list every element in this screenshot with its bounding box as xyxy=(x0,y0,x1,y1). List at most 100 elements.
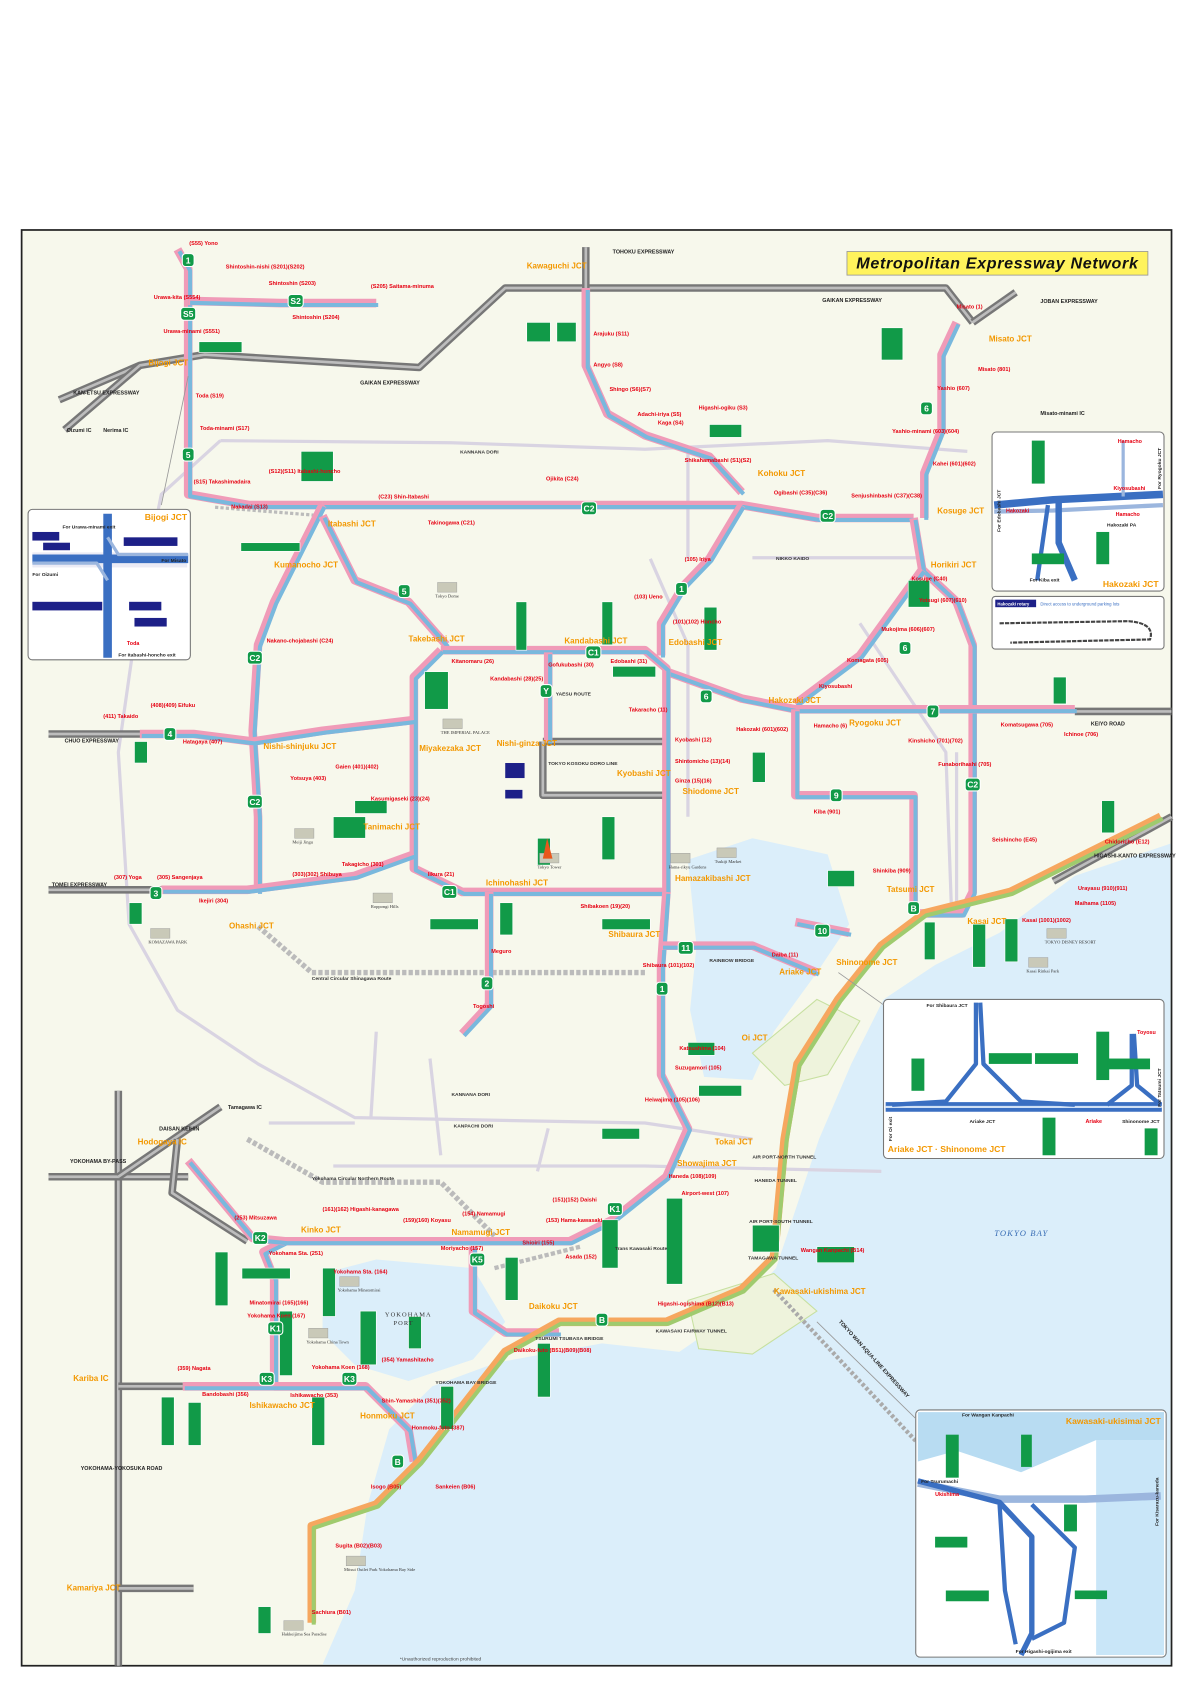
jct-label: Namamugi JCT xyxy=(451,1228,510,1237)
inset-label: For Tsurumachi xyxy=(921,1479,959,1485)
expressway-label: TOMEI EXPRESSWAY xyxy=(52,883,108,889)
copyright-note: *Unauthorized reproduction prohibited xyxy=(400,1656,482,1662)
exit-label: Takaracho (11) xyxy=(629,707,668,713)
exit-label: (253) Mitsuzawa xyxy=(234,1216,277,1222)
exit-label: Kinshicho (701)(702) xyxy=(908,739,963,745)
general-road xyxy=(428,1058,443,1156)
expressway-route-lane xyxy=(163,854,417,894)
route-shield-label: 1 xyxy=(660,984,665,994)
expressway-route-lane xyxy=(184,1386,418,1464)
inset-label: For Itabashi-honcho exit xyxy=(118,653,176,659)
landmark-illustration xyxy=(294,828,315,839)
route-shield-label: S2 xyxy=(290,296,301,306)
jct-label: Kandabashi JCT xyxy=(564,637,627,646)
exit-label: Ichinoe (706) xyxy=(1064,732,1098,738)
direction-sign xyxy=(300,451,334,482)
direction-sign xyxy=(752,1224,780,1253)
yokohama-circular-northern-route xyxy=(245,1136,497,1238)
expressway-route-lane xyxy=(585,289,746,496)
exit-label: (C23) Shin-Itabashi xyxy=(378,495,429,501)
exit-label: (101)(102) Honcho xyxy=(673,619,722,625)
direction-sign xyxy=(515,601,528,651)
exit-label: Shioiri (155) xyxy=(522,1240,554,1246)
exit-label: Togoshi xyxy=(473,1004,495,1010)
route-shield: 11 xyxy=(677,940,694,955)
jct-label: Horikiri JCT xyxy=(931,560,977,569)
exit-label: Toda (S19) xyxy=(196,394,224,400)
road-label: Yokohama Circular Northern Route xyxy=(312,1176,394,1182)
direction-sign xyxy=(198,341,243,353)
exit-label: Kyobashi (12) xyxy=(675,738,712,744)
expressway-centerline xyxy=(117,1105,222,1178)
inset-label: For Misato xyxy=(161,558,186,564)
inset-callout xyxy=(160,376,189,506)
expressway-route xyxy=(792,567,926,708)
exit-label: (305) Sangenjaya xyxy=(157,875,203,881)
jct-label: Kamariya JCT xyxy=(67,1584,121,1593)
exit-label: Urawa-minami (S551) xyxy=(163,329,220,335)
jct-label: Tokai JCT xyxy=(715,1138,753,1147)
exit-label: (153) Hama-kawasaki xyxy=(546,1218,603,1224)
jct-label: Misato JCT xyxy=(989,335,1032,344)
exit-label: Shingo (S6)(S7) xyxy=(609,387,651,393)
landmark-illustration xyxy=(345,1555,366,1567)
expressway-route-lane xyxy=(322,516,450,649)
direction-sign xyxy=(359,1310,377,1366)
expressway-route-lane xyxy=(252,506,327,894)
landmark-illustration xyxy=(437,582,458,593)
route-shield-label: 3 xyxy=(154,888,159,898)
route-shield-label: 7 xyxy=(931,707,936,717)
route-shield: K3 xyxy=(341,1371,358,1386)
tokyo-bay-label: TOKYO BAY xyxy=(994,1228,1048,1238)
landmark-label: Yokohama Minatomirai xyxy=(338,1288,382,1293)
route-shield-label: K1 xyxy=(609,1204,620,1214)
exit-label: Higashi-ogiku (S3) xyxy=(699,405,748,411)
exit-label: Kasai (1001)(1002) xyxy=(1022,918,1071,924)
inset-ramp xyxy=(994,502,1164,514)
exit-label: Kahei (601)(602) xyxy=(933,461,976,467)
exit-label: Funaborihashi (705) xyxy=(938,762,991,768)
route-shield: 2 xyxy=(480,976,494,991)
route-shield-label: 6 xyxy=(903,643,908,653)
jct-label: Shiodome JCT xyxy=(683,787,739,796)
route-shield: 5 xyxy=(181,447,195,462)
jct-label: Hakozaki JCT xyxy=(769,696,821,705)
road-label: YOKOHAMA BAY BRIDGE xyxy=(435,1380,497,1386)
route-shield: 10 xyxy=(814,923,831,938)
exit-label: Moriyacho (157) xyxy=(441,1246,484,1252)
yokohama-port-label: PORT xyxy=(393,1320,413,1327)
direction-sign xyxy=(601,918,651,930)
route-shield-label: 2 xyxy=(485,979,490,989)
expressway-route-lane xyxy=(796,570,926,708)
direction-sign xyxy=(429,918,479,930)
road-label: AIR PORT-SOUTH TUNNEL xyxy=(749,1219,813,1225)
exit-label: Gaien (401)(402) xyxy=(335,764,378,770)
jct-label: Itabashi JCT xyxy=(328,520,376,529)
jct-label: Ariake JCT xyxy=(779,968,821,977)
exit-label: Kandabashi (28)(25) xyxy=(490,676,543,682)
route-shield-label: 6 xyxy=(704,692,709,702)
route-shield-label: B xyxy=(395,1457,401,1467)
exit-label: (S205) Saitama-minuma xyxy=(371,284,435,290)
jct-label: Tanimachi JCT xyxy=(363,823,420,832)
harbor-water xyxy=(687,838,850,1081)
expressway-route-lane xyxy=(795,711,918,911)
expressway-label: TOHOKU EXPRESSWAY xyxy=(613,250,675,256)
route-shield: K1 xyxy=(606,1202,623,1216)
expressway-route-lane xyxy=(924,323,961,520)
inset-label: For Shibaura JCT xyxy=(926,1003,967,1009)
exit-label: Yashio (607) xyxy=(937,386,970,392)
exit-label: Shikahamabashi (S1)(S2) xyxy=(685,458,752,464)
inset-sign xyxy=(43,542,70,551)
inset-label: For Tatsumi JCT xyxy=(1157,1068,1163,1107)
aqua-line-expressway xyxy=(772,1288,937,1464)
exit-label: Sankeien (B06) xyxy=(435,1484,475,1490)
exit-label: Minatomirai (165)(166) xyxy=(249,1301,308,1307)
direction-sign xyxy=(1004,918,1019,963)
route-shield: K2 xyxy=(252,1231,269,1245)
exit-label: Shintoshin (S204) xyxy=(292,315,339,321)
exit-label: Bandobashi (356) xyxy=(202,1392,249,1398)
exit-label: (359) Nagata xyxy=(177,1366,211,1372)
landmark-illustration xyxy=(670,853,691,864)
